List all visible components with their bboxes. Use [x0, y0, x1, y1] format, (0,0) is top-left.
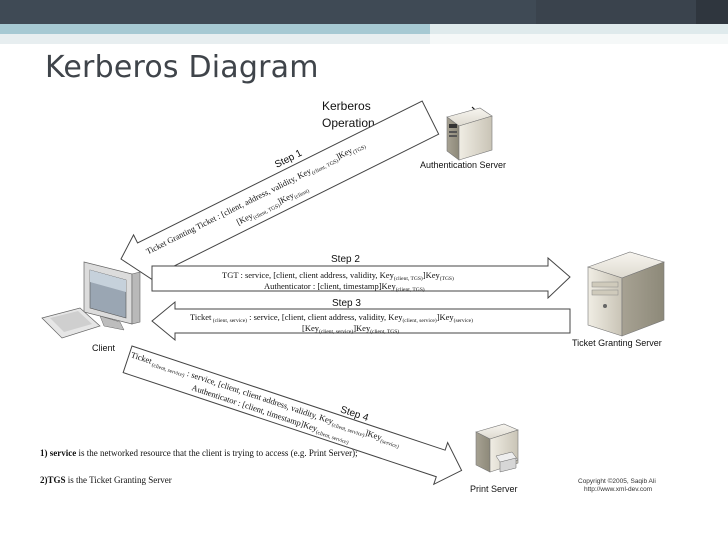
note1-bold: 1) service [40, 448, 77, 458]
step4-arrow: Step 4 Ticket (client, service) : servic… [122, 345, 463, 486]
ticket-granting-server-label: Ticket Granting Server [572, 338, 662, 348]
slide-title: Kerberos Diagram [45, 50, 319, 85]
accent-stripe [0, 24, 728, 34]
step3-arrow: Step 3 Ticket (client, service) : servic… [151, 298, 571, 342]
note1-text: is the networked resource that the clien… [76, 448, 358, 458]
copyright-line2: http://www.xml-dev.com [584, 486, 653, 493]
accent-stripe-light [430, 24, 728, 34]
ticket-granting-server-icon [587, 251, 665, 337]
client-label: Client [92, 343, 116, 353]
step3-message-line1: Ticket (client, service) : service, [cli… [190, 312, 473, 324]
step2-label: Step 2 [331, 254, 360, 265]
print-server-label: Print Server [470, 484, 518, 494]
top-bar [0, 0, 728, 24]
note-service: 1) service is the networked resource tha… [40, 448, 358, 458]
copyright: Copyright ©2005, Saqib Ali http://www.xm… [578, 478, 656, 494]
step1-arrow: Step 1 Ticket Granting Ticket : [client,… [120, 100, 440, 285]
note2-bold: 2)TGS [40, 475, 66, 485]
step2-message-line2: Authenticator : [client, timestamp]Key(c… [264, 281, 425, 293]
diagram-title-line2: Operation [322, 116, 375, 130]
step3-label: Step 3 [332, 298, 361, 309]
accent-stripe-lower [0, 34, 728, 44]
top-bar-left [0, 0, 536, 24]
top-bar-right [696, 0, 728, 24]
print-server-icon [475, 423, 519, 473]
authentication-server-icon [446, 107, 493, 161]
accent-stripe-lower-light [430, 34, 728, 44]
step2-arrow: Step 2 TGT : service, [client, client ad… [151, 254, 571, 300]
authentication-server-label: Authentication Server [420, 160, 506, 170]
client-computer-icon [41, 261, 141, 339]
copyright-line1: Copyright ©2005, Saqib Ali [578, 478, 656, 485]
note-tgs: 2)TGS is the Ticket Granting Server [40, 475, 172, 485]
note2-text: is the Ticket Granting Server [65, 475, 172, 485]
top-bar-middle [536, 0, 696, 24]
diagram-title-line1: Kerberos [322, 99, 371, 113]
